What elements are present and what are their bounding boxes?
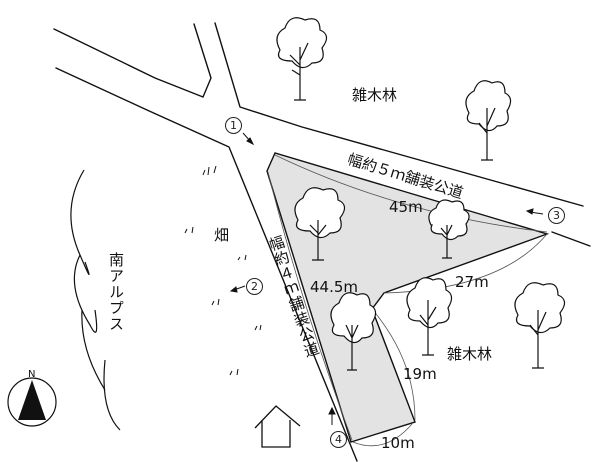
tree-icon: [514, 282, 566, 369]
dimension-arc-19m: [371, 308, 416, 421]
road-line: [55, 67, 358, 462]
compass-north-label: N: [28, 369, 36, 380]
distance-south-edge: 10m: [381, 434, 415, 452]
tree-icon: [276, 17, 328, 101]
tree-icon: [406, 277, 453, 356]
viewpoint-2-marker: 2: [246, 278, 263, 295]
label-mountains: 南アルプス: [107, 252, 125, 332]
compass-icon: [7, 377, 57, 427]
dimension-arc-44-5m: [267, 171, 353, 441]
label-field: 畑: [214, 226, 230, 244]
distance-inner-edge: 27m: [455, 273, 489, 291]
label-forest-east: 雑木林: [447, 345, 493, 363]
tree-icon: [428, 199, 470, 259]
tree-icon: [294, 187, 346, 261]
house-icon: [254, 405, 301, 448]
mountain-ridges: [70, 169, 121, 431]
viewpoint-4-marker: 4: [330, 431, 347, 448]
trees: [276, 17, 566, 371]
tree-icon: [465, 80, 512, 161]
dimension-arc-45m: [274, 154, 548, 233]
label-forest-north: 雑木林: [352, 86, 398, 104]
road-line: [551, 231, 591, 247]
road-line: [53, 23, 212, 98]
distance-west-edge: 44.5m: [310, 278, 359, 296]
distance-east-edge: 19m: [403, 365, 437, 383]
tree-icon: [330, 292, 377, 371]
viewpoint-1-marker: 1: [225, 117, 242, 134]
dimension-arc-10m: [352, 423, 413, 447]
distance-north-edge: 45m: [389, 198, 423, 216]
viewpoint-3-marker: 3: [548, 207, 565, 224]
road-line: [214, 22, 584, 207]
grass-tufts: [184, 165, 262, 376]
